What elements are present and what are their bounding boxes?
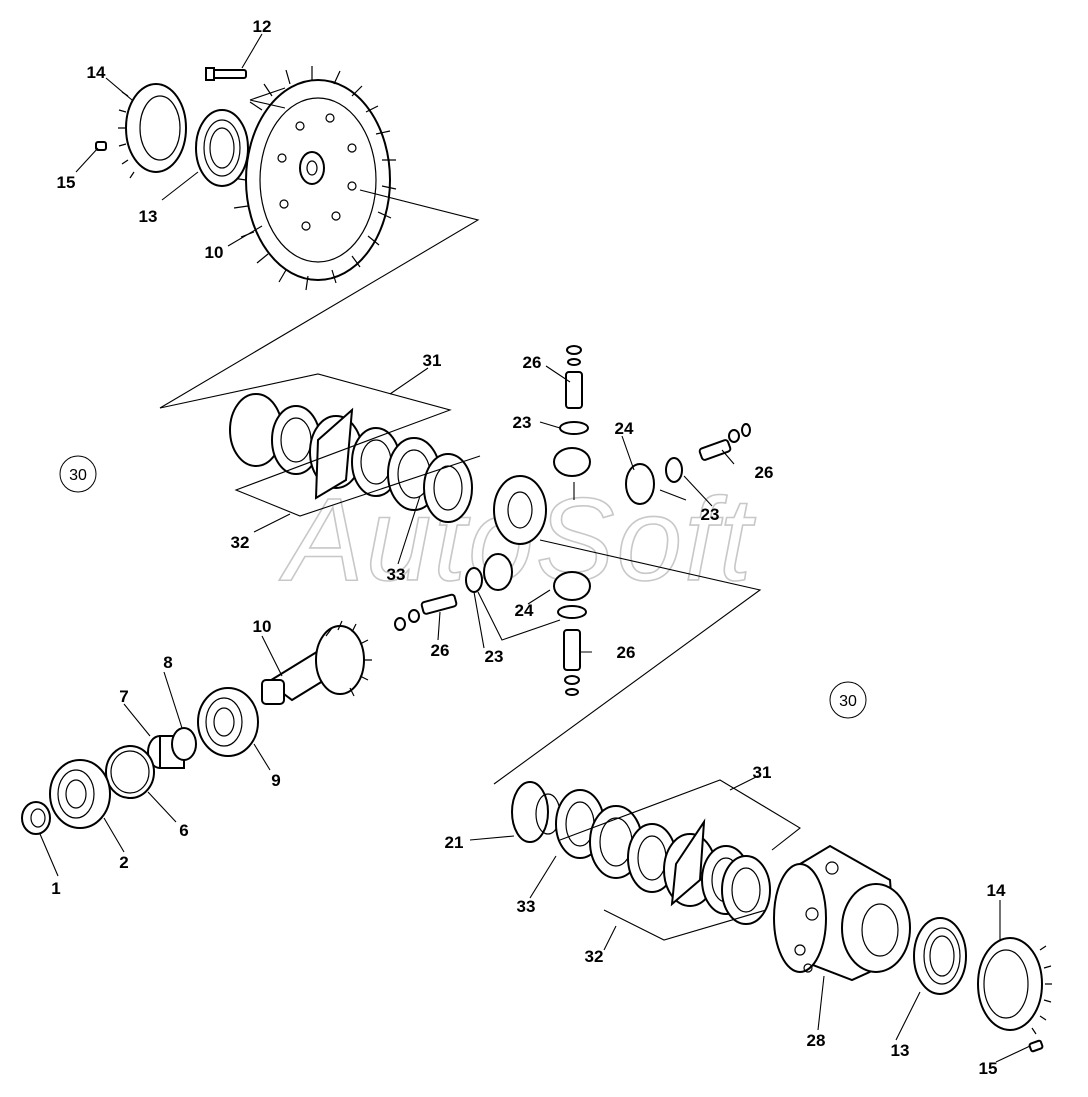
bolt-12 — [205, 67, 247, 81]
label-23-c: 23 — [485, 647, 504, 666]
label-26-c: 26 — [431, 641, 450, 660]
svg-text:30: 30 — [839, 693, 857, 710]
label-7: 7 — [119, 687, 128, 706]
label-26-a: 26 — [523, 353, 542, 372]
drive-pinion-10 — [261, 620, 372, 705]
label-13-bottom: 13 — [891, 1041, 910, 1060]
bearing-2 — [49, 759, 111, 829]
spacer-7-8 — [147, 727, 197, 769]
label-21: 21 — [445, 833, 464, 852]
label-12: 12 — [253, 17, 272, 36]
svg-text:30: 30 — [69, 467, 87, 484]
label-10-ring: 10 — [205, 243, 224, 262]
assembly-leaders-middle — [477, 482, 687, 641]
bearing-9 — [197, 687, 259, 757]
label-15-top: 15 — [57, 173, 76, 192]
label-24-b: 24 — [515, 601, 534, 620]
assembly-line-middle — [493, 539, 762, 785]
clutch-plates-upper — [229, 393, 473, 523]
label-31-bottom: 31 — [753, 763, 772, 782]
group-bracket-31-32-bottom — [559, 779, 801, 941]
label-6: 6 — [179, 821, 188, 840]
label-14-top: 14 — [87, 63, 106, 82]
pinion-gears-24 — [483, 447, 655, 601]
differential-case-28 — [773, 844, 911, 982]
nut-1 — [21, 801, 51, 835]
label-10-pinion: 10 — [253, 617, 272, 636]
pins-26 — [394, 345, 751, 696]
ring-gear-10 — [231, 66, 397, 291]
ref-callout-left: 30 — [59, 455, 97, 493]
label-9: 9 — [271, 771, 280, 790]
adjuster-nut-14-bottom — [977, 937, 1052, 1035]
group-bracket-31-32-top — [159, 373, 481, 517]
label-14-bottom: 14 — [987, 881, 1006, 900]
label-23-b: 23 — [701, 505, 720, 524]
label-8: 8 — [163, 653, 172, 672]
label-24-a: 24 — [615, 419, 634, 438]
label-28: 28 — [807, 1031, 826, 1050]
bearing-13-bottom — [913, 917, 967, 995]
side-gear-top — [493, 475, 547, 545]
screw-15-top — [95, 141, 107, 151]
label-33-top: 33 — [387, 565, 406, 584]
label-31-top: 31 — [423, 351, 442, 370]
leader-lines — [39, 33, 1031, 1063]
label-26-d: 26 — [617, 643, 636, 662]
label-15-bottom: 15 — [979, 1059, 998, 1078]
label-26-b: 26 — [755, 463, 774, 482]
label-23-a: 23 — [513, 413, 532, 432]
label-32-bottom: 32 — [585, 947, 604, 966]
snap-ring-6 — [105, 745, 155, 799]
label-13-top: 13 — [139, 207, 158, 226]
label-1: 1 — [51, 879, 60, 898]
label-33-bottom: 33 — [517, 897, 536, 916]
bearing-13-top — [195, 109, 249, 187]
assembly-line-top — [159, 87, 480, 409]
side-gear-21 — [511, 781, 561, 843]
adjuster-nut-14-top — [118, 83, 187, 179]
label-32-top: 32 — [231, 533, 250, 552]
ref-callout-right: 30 — [829, 681, 867, 719]
screw-15-bottom — [1028, 1039, 1044, 1053]
label-2: 2 — [119, 853, 128, 872]
clutch-plates-lower — [555, 789, 771, 925]
